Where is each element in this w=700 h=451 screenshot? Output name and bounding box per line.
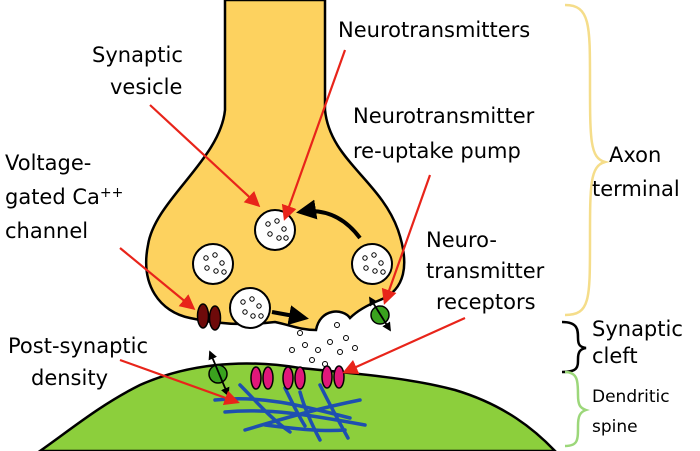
vesicle bbox=[192, 243, 234, 285]
ca-charge: ++ bbox=[99, 185, 124, 201]
label-line: vesicle bbox=[110, 75, 183, 99]
label-line: Synaptic bbox=[592, 317, 683, 341]
label-line: Post-synaptic bbox=[8, 334, 149, 358]
label-pointers bbox=[119, 49, 466, 406]
cleft-neurotransmitters bbox=[289, 322, 358, 367]
label-line: receptors bbox=[436, 290, 536, 314]
synaptic-cleft-brace bbox=[561, 320, 587, 374]
label-line: gated Ca++ bbox=[5, 184, 123, 211]
axon-terminal-brace bbox=[564, 3, 610, 317]
label-line: density bbox=[31, 366, 108, 390]
label-line: transmitter bbox=[426, 259, 545, 283]
label-line: channel bbox=[5, 219, 89, 243]
label-line: Axon bbox=[609, 143, 662, 167]
label-line: terminal bbox=[592, 177, 680, 201]
fusion-arrow bbox=[271, 305, 309, 325]
label-line: Voltage- bbox=[5, 151, 92, 175]
vesicle bbox=[351, 243, 393, 285]
dendritic-spine-brace bbox=[564, 370, 590, 448]
recycling-arrow bbox=[296, 199, 362, 240]
label-text: gated Ca bbox=[5, 185, 100, 209]
label-line: re-uptake pump bbox=[353, 139, 521, 163]
label-neurotransmitters: Neurotransmitters bbox=[338, 18, 531, 42]
label-line: Neurotransmitter bbox=[353, 104, 535, 128]
post-pump-arrows bbox=[208, 350, 230, 397]
vesicle bbox=[254, 209, 296, 251]
pump-arrows bbox=[369, 296, 391, 332]
vesicle-contents bbox=[203, 218, 386, 319]
label-line: cleft bbox=[592, 344, 638, 368]
label-line: Dendritic bbox=[592, 387, 670, 407]
cytoskeleton bbox=[213, 383, 367, 442]
ca-channels bbox=[196, 303, 222, 331]
post-synaptic-pump-shape bbox=[208, 364, 228, 384]
label-line: spine bbox=[592, 417, 638, 437]
label-line: Synaptic bbox=[92, 43, 183, 67]
nt-receptors bbox=[250, 365, 345, 390]
vesicle bbox=[229, 287, 271, 329]
label-line: Neuro- bbox=[426, 228, 497, 252]
